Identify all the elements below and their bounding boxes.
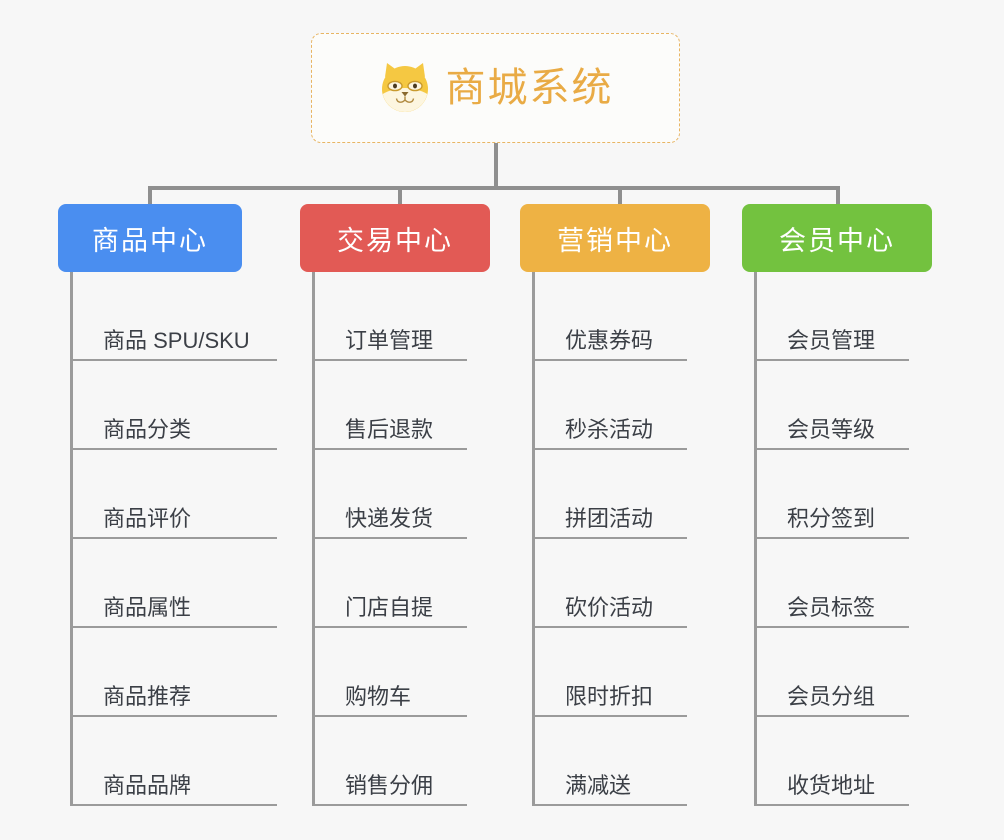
list-item-label: 优惠券码 — [565, 327, 654, 353]
list-item-label: 限时折扣 — [565, 683, 654, 709]
list-item[interactable]: 积分签到 — [757, 450, 909, 539]
branch-items-trade-center: 订单管理 售后退款 快递发货 门店自提 购物车 销售分佣 — [312, 272, 530, 806]
connector-drop-trade — [398, 188, 402, 210]
connector-drop-product — [148, 188, 152, 210]
list-item[interactable]: 限时折扣 — [535, 628, 687, 717]
list-item[interactable]: 会员等级 — [757, 361, 909, 450]
list-item-label: 会员管理 — [787, 327, 876, 353]
list-item-label: 门店自提 — [345, 594, 434, 620]
branch-product-center: 商品中心 商品 SPU/SKU 商品分类 商品评价 商品属性 商品推荐 商品品牌 — [58, 204, 308, 806]
root-title: 商城系统 — [445, 66, 614, 110]
list-item-label: 销售分佣 — [345, 772, 434, 798]
list-item-label: 拼团活动 — [565, 505, 654, 531]
connector-stem — [494, 143, 498, 188]
list-item[interactable]: 销售分佣 — [315, 717, 467, 806]
list-item-label: 购物车 — [345, 683, 412, 709]
list-item[interactable]: 商品评价 — [73, 450, 277, 539]
connector-drop-marketing — [618, 188, 622, 210]
list-item[interactable]: 砍价活动 — [535, 539, 687, 628]
list-item-label: 会员分组 — [787, 683, 876, 709]
list-item-label: 满减送 — [565, 772, 632, 798]
list-item[interactable]: 快递发货 — [315, 450, 467, 539]
list-item-label: 快递发货 — [345, 505, 434, 531]
root-node[interactable]: 商城系统 — [311, 33, 680, 143]
list-item-label: 商品属性 — [103, 594, 192, 620]
branch-trade-center: 交易中心 订单管理 售后退款 快递发货 门店自提 购物车 销售分佣 — [300, 204, 530, 806]
list-item-label: 商品分类 — [103, 416, 192, 442]
list-item[interactable]: 会员标签 — [757, 539, 909, 628]
branch-items-marketing-center: 优惠券码 秒杀活动 拼团活动 砍价活动 限时折扣 满减送 — [532, 272, 750, 806]
list-item-label: 会员标签 — [787, 594, 876, 620]
list-item[interactable]: 商品品牌 — [73, 717, 277, 806]
list-item[interactable]: 商品推荐 — [73, 628, 277, 717]
list-item[interactable]: 会员管理 — [757, 272, 909, 361]
list-item-label: 会员等级 — [787, 416, 876, 442]
list-item[interactable]: 订单管理 — [315, 272, 467, 361]
list-item[interactable]: 会员分组 — [757, 628, 909, 717]
list-item[interactable]: 购物车 — [315, 628, 467, 717]
list-item[interactable]: 商品属性 — [73, 539, 277, 628]
list-item[interactable]: 门店自提 — [315, 539, 467, 628]
list-item[interactable]: 优惠券码 — [535, 272, 687, 361]
list-item-label: 售后退款 — [345, 416, 434, 442]
branch-marketing-center: 营销中心 优惠券码 秒杀活动 拼团活动 砍价活动 限时折扣 满减送 — [520, 204, 750, 806]
branch-header-trade-center[interactable]: 交易中心 — [300, 204, 490, 272]
list-item[interactable]: 收货地址 — [757, 717, 909, 806]
list-item-label: 商品推荐 — [103, 683, 192, 709]
list-item-label: 商品评价 — [103, 505, 192, 531]
list-item[interactable]: 商品分类 — [73, 361, 277, 450]
branch-items-member-center: 会员管理 会员等级 积分签到 会员标签 会员分组 收货地址 — [754, 272, 972, 806]
list-item[interactable]: 秒杀活动 — [535, 361, 687, 450]
branch-header-product-center[interactable]: 商品中心 — [58, 204, 242, 272]
branch-items-product-center: 商品 SPU/SKU 商品分类 商品评价 商品属性 商品推荐 商品品牌 — [70, 272, 308, 806]
list-item-label: 收货地址 — [787, 772, 876, 798]
list-item[interactable]: 满减送 — [535, 717, 687, 806]
branch-header-marketing-center[interactable]: 营销中心 — [520, 204, 710, 272]
connector-drop-member — [836, 188, 840, 210]
shiba-dog-icon — [378, 61, 432, 115]
list-item-label: 砍价活动 — [565, 594, 654, 620]
list-item-label: 订单管理 — [345, 327, 434, 353]
branch-member-center: 会员中心 会员管理 会员等级 积分签到 会员标签 会员分组 收货地址 — [742, 204, 972, 806]
list-item-label: 商品 SPU/SKU — [103, 327, 250, 353]
list-item-label: 积分签到 — [787, 505, 876, 531]
list-item[interactable]: 拼团活动 — [535, 450, 687, 539]
branch-header-member-center[interactable]: 会员中心 — [742, 204, 932, 272]
list-item[interactable]: 售后退款 — [315, 361, 467, 450]
connector-bus — [148, 186, 840, 190]
list-item-label: 秒杀活动 — [565, 416, 654, 442]
list-item[interactable]: 商品 SPU/SKU — [73, 272, 277, 361]
list-item-label: 商品品牌 — [103, 772, 192, 798]
